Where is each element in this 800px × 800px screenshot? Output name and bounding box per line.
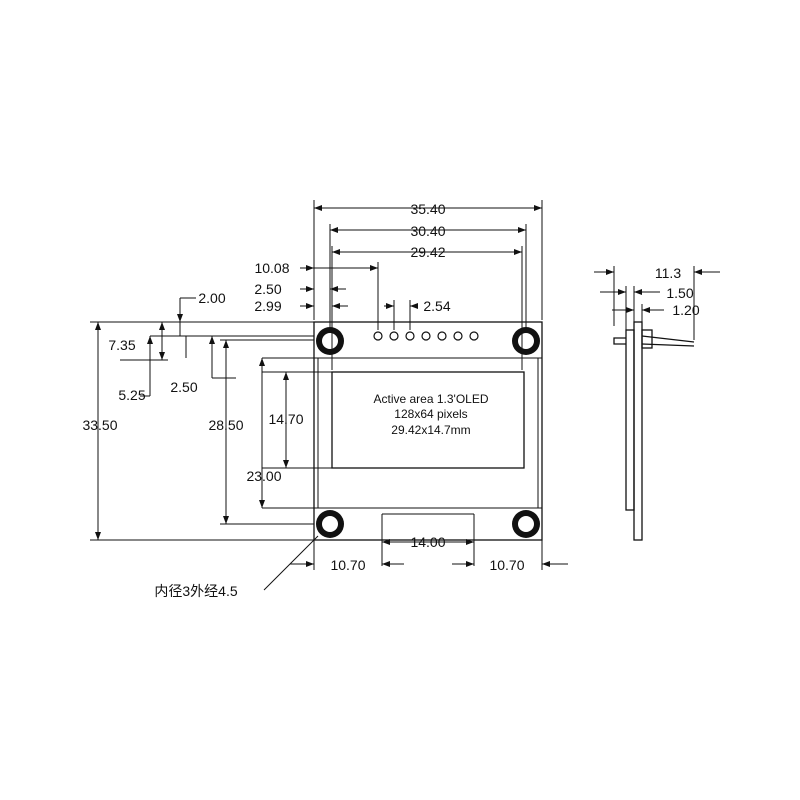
active-area-rect (331, 371, 525, 469)
header-pin (437, 331, 447, 341)
dim-30-40: 30.40 (410, 223, 445, 239)
active-area-line2: 128x64 pixels (394, 407, 467, 421)
side-header-block (641, 329, 653, 349)
header-pin (405, 331, 415, 341)
dim-2-54: 2.54 (423, 298, 450, 314)
mounting-hole-bottom-right (512, 510, 540, 538)
side-pcb (633, 321, 643, 541)
dim-5-25: 5.25 (118, 387, 145, 403)
side-display-glass (625, 329, 635, 511)
mounting-hole-top-left (316, 327, 344, 355)
dim-33-50: 33.50 (82, 417, 117, 433)
header-pin (421, 331, 431, 341)
left-dimensions: 2.00 7.35 5.25 2.50 33.50 28.50 (82, 290, 332, 541)
dim-11-3: 11.3 (655, 265, 681, 281)
mounting-hole-bottom-left (316, 510, 344, 538)
front-view: Active area 1.3'OLED 128x64 pixels 29.42… (313, 321, 543, 541)
header-pin (469, 331, 479, 341)
dim-7-35: 7.35 (108, 337, 135, 353)
dim-10-08: 10.08 (254, 260, 289, 276)
dim-29-42: 29.42 (410, 244, 445, 260)
header-pin (389, 331, 399, 341)
mounting-hole-top-right (512, 327, 540, 355)
dim-1-20: 1.20 (672, 302, 699, 318)
side-pin-front (613, 337, 626, 345)
board-outline (313, 321, 543, 541)
dim-1-50: 1.50 (666, 285, 693, 301)
dim-2-50-top: 2.50 (254, 281, 281, 297)
dim-35-40: 35.40 (410, 201, 445, 217)
dim-10-70-right: 10.70 (489, 557, 524, 573)
hole-note-leader (263, 535, 319, 591)
active-area-line3: 29.42x14.7mm (391, 423, 470, 437)
bottom-dimensions: 14.00 10.70 10.70 内径3外经4.5 (154, 513, 568, 599)
header-pin (453, 331, 463, 341)
active-area-line1: Active area 1.3'OLED (373, 392, 488, 406)
side-pin-back-bottom (641, 343, 695, 347)
side-view: 11.3 1.50 1.20 (594, 265, 720, 541)
dim-2-50-left: 2.50 (170, 379, 197, 395)
dim-2-99: 2.99 (254, 298, 281, 314)
dim-28-50: 28.50 (208, 417, 243, 433)
dim-14-00: 14.00 (410, 534, 445, 550)
top-dimensions: 35.40 30.40 29.42 10.08 2.50 2.99 (254, 200, 543, 370)
dim-14-70: 14.70 (268, 411, 303, 427)
header-pin-row (373, 331, 479, 341)
dim-23-00: 23.00 (246, 468, 281, 484)
dim-2-00: 2.00 (198, 290, 225, 306)
side-pin-back-top (641, 335, 695, 343)
hole-note: 内径3外经4.5 (154, 583, 237, 599)
header-pin (373, 331, 383, 341)
dim-10-70-left: 10.70 (330, 557, 365, 573)
